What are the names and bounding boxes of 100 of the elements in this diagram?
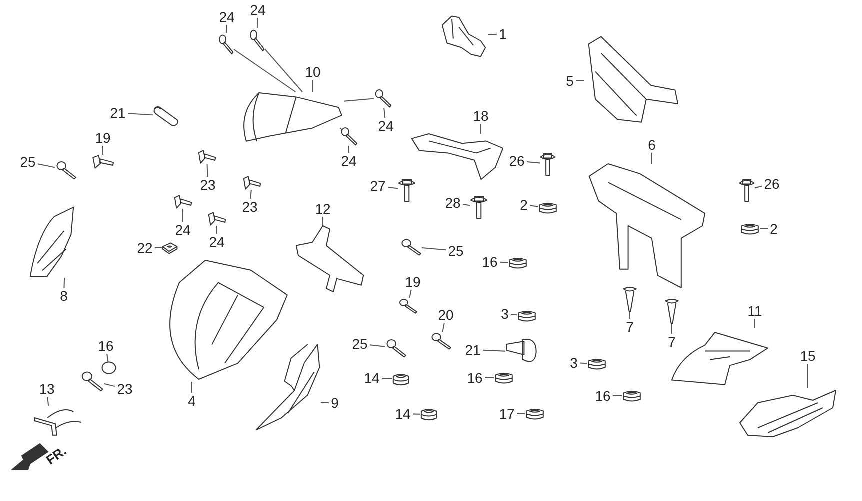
screw-drawing (430, 332, 452, 350)
callout-number: 28 (443, 195, 463, 211)
bracket-drawing (587, 164, 705, 288)
grommet-drawing (517, 309, 537, 323)
leader-line (106, 354, 109, 362)
callout-number: 21 (108, 105, 128, 121)
screw-drawing (174, 195, 192, 209)
screw-drawing (243, 176, 261, 190)
callout-number: 14 (362, 370, 382, 386)
callout-number: 14 (393, 406, 413, 422)
callout-number: 12 (313, 201, 333, 217)
leader-line (760, 228, 768, 230)
leader-line (226, 24, 228, 34)
callout-number: 24 (339, 153, 359, 169)
callout-number: 19 (93, 130, 113, 146)
leader-line (500, 262, 508, 264)
callout-number: 10 (303, 64, 323, 80)
screw-drawing (92, 155, 114, 169)
screw-drawing (385, 338, 407, 358)
callout-number: 24 (248, 2, 268, 18)
screw-drawing (198, 150, 216, 164)
direction-label: FR. (42, 442, 70, 470)
bolt-drawing (398, 178, 416, 202)
grommet-drawing (392, 372, 410, 387)
screw-drawing (398, 298, 418, 314)
assembly-line (344, 98, 374, 102)
pin-drawing (153, 105, 179, 127)
leader-line (104, 383, 116, 388)
grommet-drawing (622, 389, 642, 403)
leader-line (47, 396, 50, 406)
bolt-drawing (540, 152, 556, 176)
under-cover-drawing (738, 388, 838, 438)
callout-number: 25 (18, 154, 38, 170)
callout-number: 24 (376, 118, 396, 134)
leader-line (412, 414, 420, 415)
callout-number: 5 (564, 73, 576, 89)
callout-number: 8 (58, 288, 70, 304)
leader-line (320, 402, 330, 404)
leader-line (64, 278, 66, 288)
callout-number: 22 (135, 240, 155, 256)
leader-line (442, 322, 445, 332)
leader-line (480, 124, 482, 134)
callout-number: 17 (497, 406, 517, 422)
leader-line (250, 190, 252, 200)
grommet-drawing (587, 357, 607, 371)
callout-number: 26 (507, 153, 527, 169)
grommet-drawing (525, 407, 545, 421)
leader-line (462, 204, 470, 206)
callout-number: 16 (465, 370, 485, 386)
callout-number: 25 (446, 243, 466, 259)
leader-line (370, 344, 386, 348)
callout-number: 19 (403, 274, 423, 290)
screw-drawing (208, 212, 226, 226)
screw-drawing (340, 126, 358, 146)
callout-number: 3 (568, 355, 580, 371)
bracket-drawing (410, 134, 505, 182)
callout-number: 7 (624, 319, 636, 335)
leader-line (482, 350, 506, 352)
callout-number: 15 (798, 348, 818, 364)
leader-line (488, 34, 498, 36)
leader-line (206, 164, 208, 178)
leader-line (510, 314, 518, 316)
grommet-drawing (420, 407, 438, 422)
leader-line (526, 161, 540, 164)
callout-number: 23 (240, 199, 260, 215)
callout-number: 11 (745, 303, 765, 319)
callout-number: 2 (768, 221, 780, 237)
callout-number: 27 (368, 178, 388, 194)
callout-number: 26 (762, 176, 782, 192)
leader-line (322, 216, 324, 226)
leader-line (576, 80, 584, 82)
bracket-drawing (295, 226, 365, 292)
bolt-drawing (470, 195, 488, 219)
callout-number: 21 (463, 342, 483, 358)
callout-number: 24 (207, 234, 227, 250)
grommet-drawing (508, 256, 528, 270)
leader-line (409, 290, 412, 298)
callout-number: 23 (198, 177, 218, 193)
callout-number: 20 (436, 307, 456, 323)
bracket-drawing (440, 14, 488, 59)
side-panel-drawing (28, 206, 76, 278)
leader-line (754, 186, 762, 189)
assembly-line (234, 49, 296, 92)
leader-line (422, 247, 446, 251)
callout-number: 7 (666, 334, 678, 350)
callout-number: 24 (173, 222, 193, 238)
leader-line (384, 108, 386, 118)
leader-line (382, 378, 392, 380)
grommet-drawing (740, 222, 760, 236)
leader-line (216, 226, 218, 234)
leader-line (754, 318, 756, 328)
bolt-drawing (739, 178, 755, 202)
callout-number: 13 (37, 381, 57, 397)
callout-number: 4 (186, 393, 198, 409)
leader-line (38, 164, 56, 168)
clip-drawing (623, 286, 637, 312)
grommet-drawing (538, 201, 558, 215)
leader-line (580, 362, 588, 364)
leader-line (348, 146, 350, 154)
washer-drawing (102, 362, 116, 374)
